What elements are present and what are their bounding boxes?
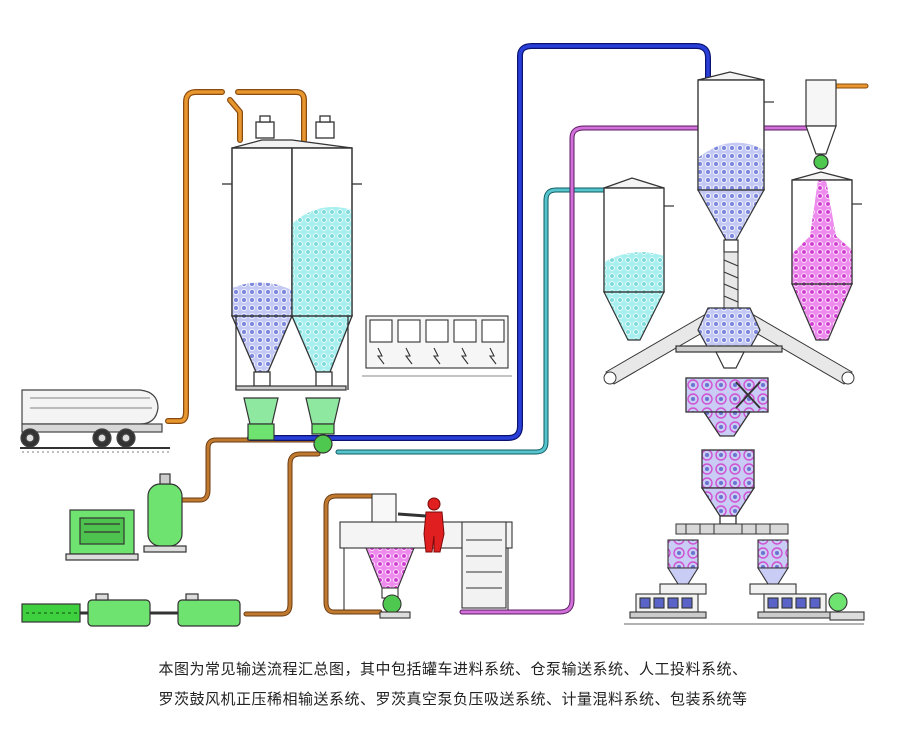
packing-machine-icon bbox=[629, 539, 865, 621]
control-panel-icon bbox=[362, 315, 512, 377]
magenta-silo bbox=[791, 79, 862, 341]
caption-line-1: 本图为常见输送流程汇总图，其中包括罐车进料系统、仓泵输送系统、人工投料系统、 bbox=[158, 660, 748, 678]
orange-feed-pipe bbox=[165, 89, 225, 424]
product-hopper bbox=[700, 449, 756, 525]
pipes bbox=[165, 43, 869, 617]
blue-hopper bbox=[696, 71, 774, 253]
mixer bbox=[685, 377, 769, 437]
blower-icon bbox=[21, 593, 241, 627]
cyan-silo bbox=[603, 177, 674, 341]
conveying-flow-diagram bbox=[20, 43, 869, 627]
vertical-screw bbox=[723, 251, 739, 309]
tank-truck-icon bbox=[20, 389, 170, 453]
distribution-conveyor bbox=[675, 523, 789, 535]
weigh-hopper bbox=[675, 307, 783, 369]
worker-icon bbox=[397, 497, 445, 553]
caption-line-2: 罗茨鼓风机正压稀相输送系统、罗茨真空泵负压吸送系统、计量混料系统、包装系统等 bbox=[158, 690, 748, 708]
silo-icon bbox=[222, 115, 362, 390]
compressor-icon bbox=[65, 473, 187, 561]
pump-tanks bbox=[235, 385, 347, 454]
brown-air-pipe bbox=[179, 437, 319, 503]
inclined-screws bbox=[603, 313, 855, 385]
